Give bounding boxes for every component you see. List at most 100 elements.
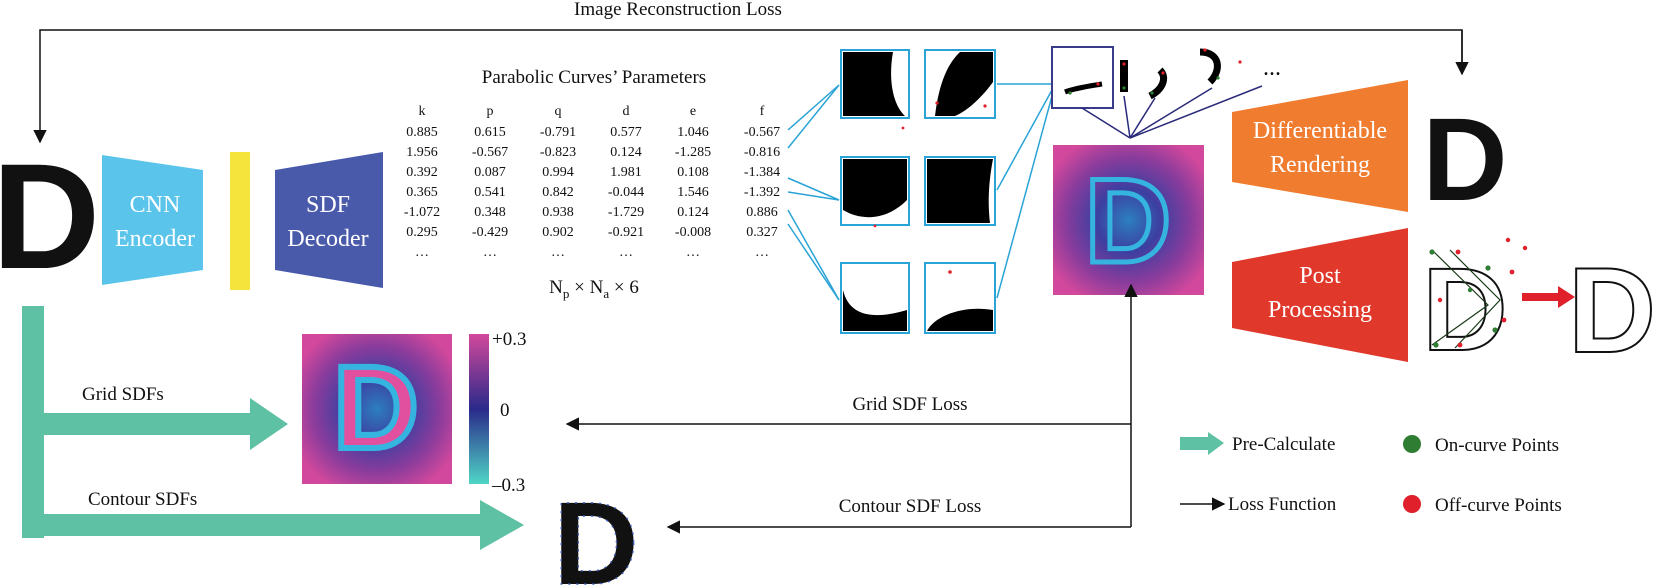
table-cell: 0.108 — [677, 165, 709, 180]
table-cell: 1.046 — [677, 125, 709, 140]
table-cell: … — [686, 245, 700, 260]
cell-2 — [924, 49, 996, 119]
table-cell: -0.921 — [608, 225, 644, 240]
table-cell: … — [551, 245, 565, 260]
table-cell: … — [619, 245, 633, 260]
legend-off-curve-dot — [1403, 495, 1421, 513]
cnn-encoder-label-2: Encoder — [115, 226, 195, 252]
cell-4 — [924, 156, 996, 226]
table-cell: -0.044 — [608, 185, 644, 200]
table-cell: … — [483, 245, 497, 260]
cells-to-sdf-connectors — [996, 83, 1053, 299]
cell-3 — [840, 156, 910, 228]
legend-on-curve-dot — [1403, 435, 1421, 453]
legend: Pre-Calculate Loss Function On-curve Poi… — [1180, 432, 1562, 516]
legend-on-curve: On-curve Points — [1435, 435, 1559, 456]
contour-sdf-loss-label: Contour SDF Loss — [839, 496, 982, 517]
table-cell: 0.994 — [542, 165, 574, 180]
final-outline-glyph: D — [1568, 242, 1656, 378]
dims-times1: × N — [569, 277, 603, 298]
svg-text:D: D — [1422, 244, 1507, 376]
table-header-d: d — [623, 104, 630, 119]
differentiable-rendering-block: Differentiable Rendering — [1232, 80, 1408, 212]
cell-5 — [840, 262, 910, 334]
rendered-glyph: D — [1422, 94, 1507, 226]
table-to-cells-connectors — [787, 84, 840, 301]
table-cell: 0.842 — [542, 185, 574, 200]
table-cell: 0.365 — [406, 185, 438, 200]
legend-pre-calculate: Pre-Calculate — [1232, 434, 1335, 455]
legend-off-curve: Off-curve Points — [1435, 495, 1562, 516]
post-processed-glyph-with-points: D — [1421, 237, 1528, 377]
post-processing-block: Post Processing — [1232, 228, 1408, 362]
table-cell: 1.546 — [677, 185, 709, 200]
table-cell: … — [755, 245, 769, 260]
table-header-e: e — [690, 104, 696, 119]
image-reconstruction-loss-label: Image Reconstruction Loss — [574, 0, 782, 20]
table-cell: 0.902 — [542, 225, 574, 240]
sdf-decoder-block: SDF Decoder — [275, 152, 383, 288]
table-header-k: k — [419, 104, 426, 119]
table-cell: -1.392 — [744, 185, 780, 200]
table-cell: -1.285 — [675, 145, 711, 160]
cnn-encoder-label-1: CNN — [130, 192, 181, 218]
pre-calculate-arrows — [22, 306, 524, 550]
table-cell: 0.392 — [406, 165, 438, 180]
dims-n: N — [549, 277, 563, 298]
table-header-p: p — [487, 104, 494, 119]
table-cell: -1.072 — [404, 205, 440, 220]
cnn-encoder-block: CNN Encoder — [102, 155, 203, 285]
crops-to-sdf-fan — [1081, 85, 1263, 139]
table-cell: -0.567 — [744, 125, 780, 140]
table-cell: -0.816 — [744, 145, 780, 160]
table-cell: -0.567 — [472, 145, 508, 160]
post-label-2: Processing — [1268, 297, 1372, 323]
parabolic-params-title: Parabolic Curves’ Parameters — [482, 67, 706, 88]
differentiable-label-1: Differentiable — [1253, 118, 1387, 144]
ground-truth-contour-glyph: D — [553, 477, 640, 588]
table-cell: 0.885 — [406, 125, 438, 140]
table-cell: 0.938 — [542, 205, 574, 220]
dims-times2: × 6 — [609, 277, 639, 298]
contour-sdfs-label: Contour SDFs — [88, 489, 197, 510]
local-cells — [840, 49, 996, 334]
table-cell: 0.087 — [474, 165, 506, 180]
input-glyph: D — [0, 132, 100, 300]
table-cell: 0.295 — [406, 225, 438, 240]
table-cell: 0.348 — [474, 205, 506, 220]
dims-p: p — [563, 286, 570, 301]
ground-truth-grid-sdf: D — [302, 334, 452, 484]
svg-text:D: D — [333, 342, 418, 474]
stroke-crops: ... — [1051, 46, 1281, 109]
crops-ellipsis: ... — [1263, 55, 1281, 81]
svg-text:D: D — [553, 478, 638, 588]
legend-loss-function: Loss Function — [1228, 494, 1337, 515]
table-cell: 1.981 — [610, 165, 642, 180]
table-cell: -1.729 — [608, 205, 644, 220]
colorbar-min: –0.3 — [491, 475, 525, 496]
table-cell: -0.429 — [472, 225, 508, 240]
table-header-q: q — [555, 104, 562, 119]
svg-text:D: D — [1085, 154, 1172, 288]
colorbar-mid: 0 — [500, 400, 510, 421]
table-cell: 0.327 — [746, 225, 778, 240]
dims-a: a — [603, 286, 609, 301]
colorbar-max: +0.3 — [492, 329, 526, 350]
table-cell: … — [415, 245, 429, 260]
cell-1 — [840, 49, 910, 119]
sdf-decoder-label-1: SDF — [306, 192, 350, 218]
image-reconstruction-loss-arrow: Image Reconstruction Loss — [33, 0, 1469, 144]
dims-label: Np × Na × 6 — [549, 277, 639, 301]
sdf-decoder-label-2: Decoder — [287, 226, 368, 252]
latent-code-bar — [230, 152, 250, 290]
table-cell: -1.384 — [744, 165, 780, 180]
table-cell: 0.124 — [610, 145, 642, 160]
colorbar: +0.3 0 –0.3 — [469, 329, 526, 496]
table-cell: -0.008 — [675, 225, 711, 240]
table-cell: 0.577 — [610, 125, 642, 140]
table-cell: -0.823 — [540, 145, 576, 160]
cell-6 — [924, 262, 996, 334]
sdf-loss-arrows — [565, 283, 1138, 534]
table-cell: 0.615 — [474, 125, 506, 140]
